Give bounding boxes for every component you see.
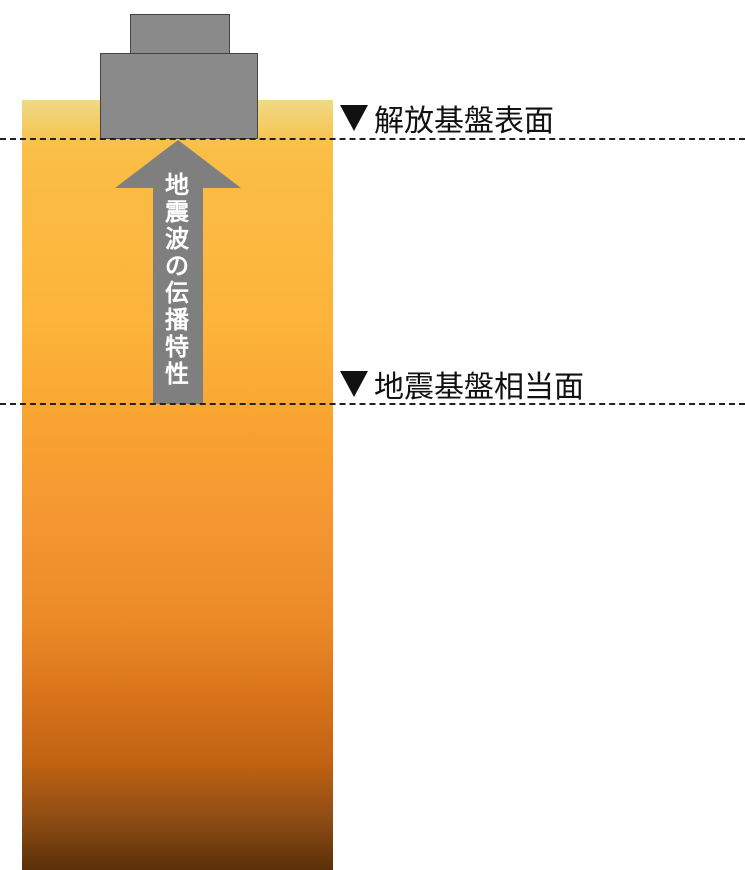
- arrow-char: 地: [165, 171, 189, 199]
- building-upper-block: [130, 14, 230, 54]
- arrow-char: 性: [165, 360, 189, 388]
- arrow-shape: [115, 140, 241, 404]
- down-triangle-icon: [340, 371, 368, 397]
- down-triangle-icon: [340, 105, 368, 131]
- arrow-label: 地 震 波 の 伝 播 特 性: [162, 172, 192, 388]
- lower-surface-line: [0, 403, 745, 405]
- upper-surface-text: 解放基盤表面: [374, 104, 554, 139]
- arrow-char: の: [165, 252, 189, 280]
- arrow-char: 播: [165, 306, 189, 334]
- arrow-char: 波: [165, 225, 189, 253]
- arrow-char: 伝: [165, 279, 189, 307]
- upper-surface-line: [0, 138, 745, 140]
- lower-surface-text: 地震基盤相当面: [374, 370, 584, 405]
- arrow-char: 特: [165, 333, 189, 361]
- arrow-char: 震: [165, 198, 189, 226]
- building-lower-block: [100, 53, 258, 139]
- lower-surface-label: 地震基盤相当面: [340, 362, 584, 406]
- upper-surface-label: 解放基盤表面: [340, 96, 554, 140]
